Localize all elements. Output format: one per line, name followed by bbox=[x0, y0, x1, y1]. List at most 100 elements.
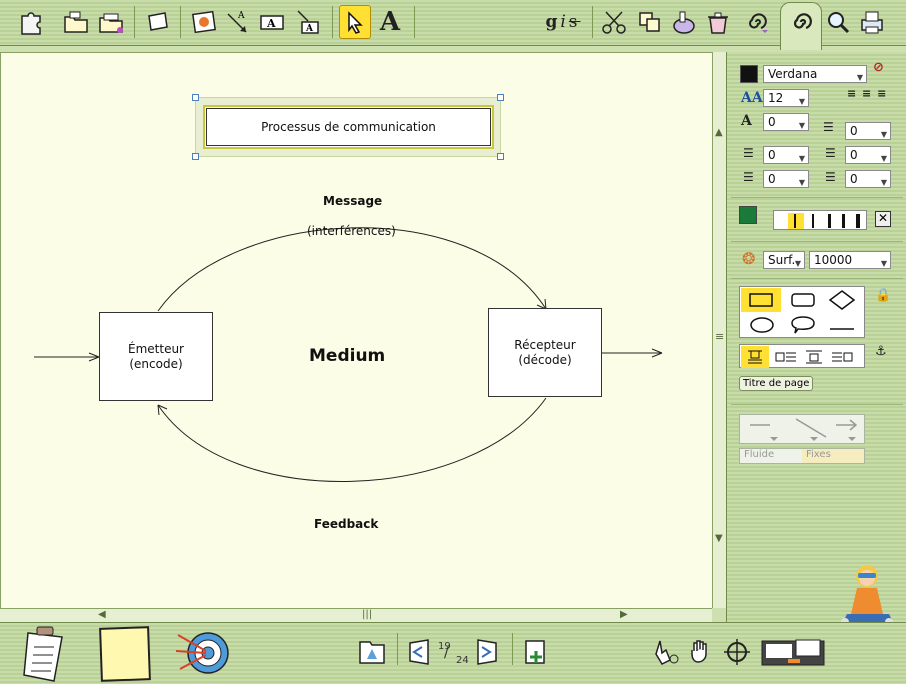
puzzle-icon[interactable] bbox=[16, 5, 48, 39]
title-text: Processus de communication bbox=[261, 119, 436, 134]
emitter-box[interactable]: Émetteur (encode) bbox=[99, 312, 213, 401]
line-spacing-field[interactable]: 0▼ bbox=[845, 122, 891, 140]
resize-handle-tr[interactable] bbox=[497, 94, 504, 101]
panel-divider bbox=[731, 404, 903, 405]
horizontal-scrollbar[interactable]: ◀ ||| ▶ bbox=[0, 608, 712, 622]
previous-page-icon[interactable] bbox=[404, 637, 434, 667]
indent-left-field[interactable]: 0▼ bbox=[763, 146, 809, 164]
surface-icon: ❂ bbox=[742, 249, 756, 268]
panel-divider bbox=[731, 278, 903, 279]
clipboard-checklist-icon[interactable] bbox=[22, 625, 72, 683]
scroll-up-icon[interactable]: ▲ bbox=[715, 127, 723, 138]
fixed-label[interactable]: Fixes bbox=[802, 449, 864, 463]
resize-handle-bl[interactable] bbox=[192, 153, 199, 160]
surface-value-field[interactable]: 10000▼ bbox=[809, 251, 891, 269]
folders-icon[interactable] bbox=[96, 5, 128, 39]
hscroll-thumb[interactable]: ||| bbox=[362, 609, 373, 620]
scroll-left-icon[interactable]: ◀ bbox=[98, 609, 106, 620]
spiral-tab-icon[interactable] bbox=[785, 5, 817, 39]
message-label[interactable]: Message bbox=[323, 194, 383, 208]
text-connector-icon[interactable]: A bbox=[292, 5, 324, 39]
page-current: 19 bbox=[438, 641, 451, 652]
font-select[interactable]: Verdana▼ bbox=[763, 65, 867, 83]
resize-handle-br[interactable] bbox=[497, 153, 504, 160]
surface-value: 10000 bbox=[814, 253, 853, 267]
letter-spacing-icon: A bbox=[741, 113, 752, 129]
diagram-connectors bbox=[34, 227, 663, 483]
no-line-icon[interactable]: ✕ bbox=[875, 211, 891, 227]
font-size-field[interactable]: 12▼ bbox=[763, 89, 809, 107]
style-bold-glyph: g bbox=[545, 12, 561, 32]
hand-pointer-icon[interactable] bbox=[652, 637, 682, 667]
crosshair-icon[interactable] bbox=[722, 637, 752, 667]
vertical-scrollbar[interactable]: ▲ ≡ ▼ bbox=[712, 52, 726, 608]
navigator-icon[interactable] bbox=[357, 637, 387, 667]
paste-icon[interactable] bbox=[668, 5, 700, 39]
line-spacing-value: 0 bbox=[850, 124, 858, 138]
emitter-line2: (encode) bbox=[129, 356, 183, 371]
line-style-picker[interactable] bbox=[773, 210, 867, 230]
line-spacing-icon: ☰ bbox=[823, 120, 834, 134]
text-icon[interactable]: A bbox=[379, 7, 401, 37]
drawing-canvas[interactable]: Processus de communication Message (inte… bbox=[0, 52, 712, 608]
copy-icon[interactable] bbox=[634, 5, 666, 39]
print-icon[interactable] bbox=[856, 5, 888, 39]
space-before-icon: ☰ bbox=[743, 170, 754, 184]
next-page-icon[interactable] bbox=[472, 637, 502, 667]
spiral-menu-icon[interactable] bbox=[740, 5, 772, 39]
zoom-icon[interactable] bbox=[822, 5, 854, 39]
space-after-icon: ☰ bbox=[825, 170, 836, 184]
flow-picker[interactable] bbox=[739, 414, 865, 444]
scroll-right-icon[interactable]: ▶ bbox=[620, 609, 628, 620]
anchor-icon[interactable]: ⚓ bbox=[875, 344, 887, 359]
space-after-field[interactable]: 0▼ bbox=[845, 170, 891, 188]
page-total: 24 bbox=[456, 655, 469, 666]
fill-color-swatch[interactable] bbox=[739, 206, 757, 224]
receiver-line1: Récepteur bbox=[514, 337, 576, 352]
page-icon[interactable] bbox=[142, 5, 174, 39]
pointer-icon[interactable] bbox=[339, 5, 371, 39]
folder-icon[interactable] bbox=[60, 5, 92, 39]
lock-icon[interactable]: 🔒 bbox=[875, 288, 892, 303]
photo-icon[interactable] bbox=[188, 5, 220, 39]
connector-icon[interactable]: A bbox=[222, 5, 254, 39]
alignment-icon[interactable]: ≡ ≡ ≡ bbox=[847, 87, 888, 100]
feedback-label[interactable]: Feedback bbox=[314, 517, 379, 531]
no-style-icon[interactable]: ⊘ bbox=[873, 60, 884, 75]
scroll-down-icon[interactable]: ▼ bbox=[715, 533, 723, 544]
page-separator: / bbox=[444, 645, 449, 661]
hand-grab-icon[interactable] bbox=[688, 637, 718, 667]
indent-right-field[interactable]: 0▼ bbox=[845, 146, 891, 164]
add-page-icon[interactable] bbox=[522, 637, 552, 667]
interferences-label[interactable]: (interférences) bbox=[307, 224, 396, 238]
text-color-swatch[interactable] bbox=[740, 65, 758, 83]
target-icon[interactable] bbox=[172, 625, 230, 681]
properties-panel: Verdana▼ ⊘ AA 12▼ ≡ ≡ ≡ A 0▼ ☰ 0▼ ☰ 0▼ ☰… bbox=[726, 52, 906, 626]
fluid-label[interactable]: Fluide bbox=[740, 449, 802, 463]
bottom-toolbar: 19 / 24 bbox=[0, 622, 906, 684]
shape-picker[interactable] bbox=[739, 286, 865, 338]
font-size-icon: AA bbox=[741, 90, 763, 106]
medium-label[interactable]: Medium bbox=[309, 346, 386, 366]
sticky-notes-icon[interactable] bbox=[99, 626, 151, 682]
indent-right-value: 0 bbox=[850, 148, 858, 162]
scroll-thumb[interactable]: ≡ bbox=[715, 330, 725, 343]
space-before-field[interactable]: 0▼ bbox=[763, 170, 809, 188]
space-after-value: 0 bbox=[850, 172, 858, 186]
letter-spacing-value: 0 bbox=[768, 115, 776, 129]
surface-mode-value: Surf. bbox=[768, 253, 796, 267]
page-thumbnails-icon[interactable] bbox=[760, 635, 830, 671]
page-title-button[interactable]: Titre de page bbox=[739, 376, 814, 391]
surface-mode-select[interactable]: Surf.▼ bbox=[763, 251, 805, 269]
scissors-icon[interactable] bbox=[598, 5, 630, 39]
trash-icon[interactable] bbox=[702, 5, 734, 39]
letter-spacing-field[interactable]: 0▼ bbox=[763, 113, 809, 131]
fluid-fixed-toggle[interactable]: Fluide Fixes bbox=[739, 448, 865, 464]
title-box[interactable]: Processus de communication bbox=[203, 105, 494, 149]
resize-handle-tl[interactable] bbox=[192, 94, 199, 101]
text-wrap-picker[interactable] bbox=[739, 344, 865, 368]
text-frame-icon[interactable]: A bbox=[256, 5, 288, 39]
receiver-box[interactable]: Récepteur (décode) bbox=[488, 308, 602, 397]
